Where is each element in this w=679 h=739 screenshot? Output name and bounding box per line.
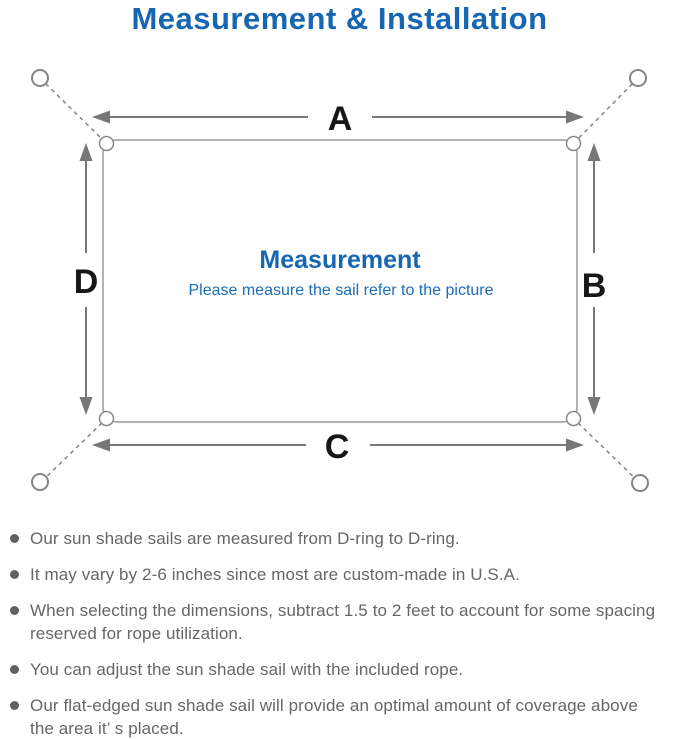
bullet-dot-icon <box>10 534 19 543</box>
d-ring-top-left <box>98 135 115 152</box>
measurement-diagram: A C D B Measurement Please meas <box>31 69 649 492</box>
anchor-rings <box>31 69 649 492</box>
note-item: Our flat-edged sun shade sail will provi… <box>8 694 671 739</box>
arrow-a-head-left <box>92 110 110 124</box>
arrow-d-head-bottom <box>79 397 93 415</box>
rope-line-bottom-left <box>35 417 108 488</box>
rope-line-bottom-right <box>572 417 645 488</box>
rope-dashed-lines <box>35 77 645 488</box>
dimension-label-d: D <box>74 263 99 301</box>
dimension-arrow-a: A <box>92 100 584 138</box>
d-ring-top-right <box>565 135 582 152</box>
dimension-label-c: C <box>325 428 350 466</box>
note-item: You can adjust the sun shade sail with t… <box>8 658 671 681</box>
corner-d-rings <box>98 135 582 427</box>
page-title: Measurement & Installation <box>131 1 548 36</box>
note-item: When selecting the dimensions, subtract … <box>8 599 671 645</box>
diagram-center-subtitle: Please measure the sail refer to the pic… <box>188 282 493 299</box>
note-text: You can adjust the sun shade sail with t… <box>30 660 464 679</box>
note-item: Our sun shade sails are measured from D-… <box>8 527 671 550</box>
bullet-dot-icon <box>10 606 19 615</box>
notes-list: Our sun shade sails are measured from D-… <box>8 527 671 739</box>
note-item: It may vary by 2-6 inches since most are… <box>8 563 671 586</box>
rope-line-top-right <box>572 77 639 145</box>
arrow-c-head-left <box>92 438 110 452</box>
bullet-dot-icon <box>10 570 19 579</box>
sail-outline <box>102 139 578 423</box>
dimension-label-b: B <box>582 267 607 305</box>
dimension-arrow-d: D <box>74 143 99 415</box>
note-text: When selecting the dimensions, subtract … <box>30 601 656 643</box>
d-ring-bottom-left <box>98 410 115 427</box>
note-text: It may vary by 2-6 inches since most are… <box>30 565 520 584</box>
dimension-arrow-c: C <box>92 428 584 466</box>
arrow-a-head-right <box>566 110 584 124</box>
anchor-ring-top-left <box>31 69 49 87</box>
note-text: Our sun shade sails are measured from D-… <box>30 529 460 548</box>
note-text: Our flat-edged sun shade sail will provi… <box>30 696 638 738</box>
arrow-b-head-bottom <box>587 397 601 415</box>
diagram-center-title: Measurement <box>259 246 421 274</box>
anchor-ring-bottom-right <box>631 474 649 492</box>
arrow-d-head-top <box>79 143 93 161</box>
arrow-b-head-top <box>587 143 601 161</box>
anchor-ring-bottom-left <box>31 473 49 491</box>
dimension-label-a: A <box>328 100 353 138</box>
bullet-dot-icon <box>10 701 19 710</box>
anchor-ring-top-right <box>629 69 647 87</box>
dimension-arrow-b: B <box>582 143 607 415</box>
bullet-dot-icon <box>10 665 19 674</box>
rope-line-top-left <box>39 77 108 145</box>
d-ring-bottom-right <box>565 410 582 427</box>
arrow-c-head-right <box>566 438 584 452</box>
